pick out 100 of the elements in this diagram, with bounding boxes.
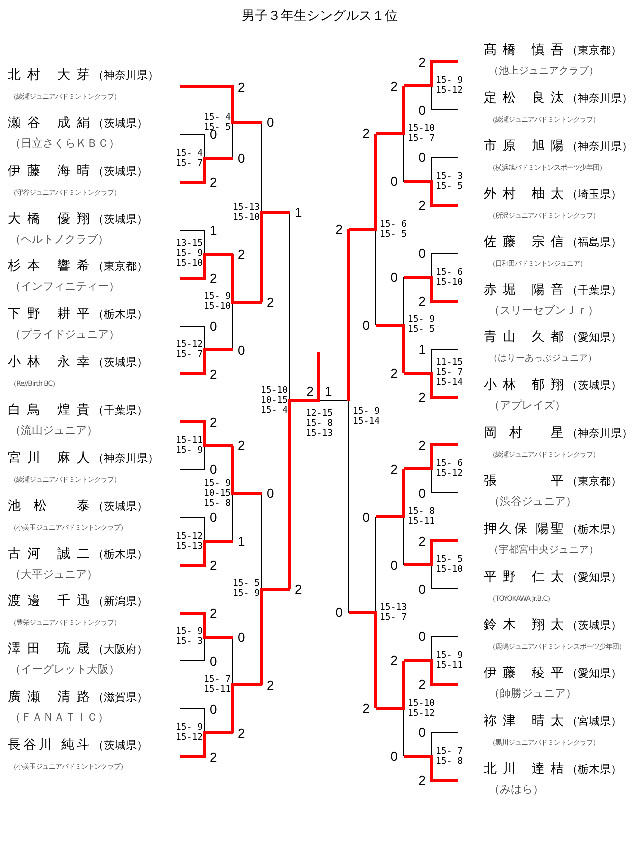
set-score: 1 <box>238 535 246 548</box>
game-score: 15-13 <box>380 602 408 613</box>
game-score: 15- 8 <box>204 498 232 509</box>
game-score: 15-12 <box>408 708 436 719</box>
set-score: 2 <box>210 559 218 572</box>
set-score: 2 <box>295 583 302 596</box>
set-score: 0 <box>210 463 218 476</box>
prefecture: （新潟県） <box>93 594 148 610</box>
club-name: （スリーセブンＪｒ） <box>489 304 599 318</box>
game-score: 15- 7 <box>436 368 464 378</box>
prefecture: （茨城県） <box>93 116 148 132</box>
club-name: （流山ジュニア） <box>10 424 98 438</box>
game-score: 15- 4 <box>204 112 232 123</box>
set-score: 2 <box>362 127 370 140</box>
set-score: 2 <box>238 726 246 740</box>
player-name: 赤堀 陽音 <box>484 282 564 298</box>
club-name: （イーグレット大阪） <box>10 664 120 677</box>
player-name: 小林 永幸 <box>8 355 90 372</box>
player-name: 杉本 響希 <box>8 259 90 276</box>
set-score: 0 <box>336 606 343 620</box>
player-name: 小林 郁翔 <box>484 378 564 394</box>
club-name: （はりーあっぷジュニア） <box>489 354 597 365</box>
set-score: 2 <box>418 199 426 212</box>
game-score: 15- 9 <box>204 292 232 302</box>
set-score: 0 <box>362 319 370 332</box>
set-score: 0 <box>210 654 218 668</box>
game-score: 10-15 <box>261 396 288 406</box>
set-score: 0 <box>210 320 218 333</box>
set-score: 2 <box>267 296 274 309</box>
prefecture: （栃木県） <box>567 522 622 538</box>
prefecture: （茨城県） <box>93 498 148 515</box>
game-score: 15-10 <box>408 124 436 134</box>
set-score: 2 <box>210 176 218 190</box>
set-score: 0 <box>418 726 426 740</box>
set-score: 2 <box>390 654 398 668</box>
prefecture: （千葉県） <box>567 282 622 298</box>
game-score: 15-11 <box>176 436 204 446</box>
game-score: 15- 5 <box>408 325 436 336</box>
game-score: 15- 3 <box>176 637 204 648</box>
club-name: （日立さくらＫＢＣ） <box>10 138 120 150</box>
player-name: 青山 久都 <box>484 330 564 346</box>
club-name: （大平ジュニア） <box>10 568 98 582</box>
set-score: 2 <box>390 80 398 93</box>
game-score: 15- 9 <box>436 76 464 86</box>
game-score: 15- 8 <box>436 756 464 767</box>
set-score: 0 <box>418 630 426 644</box>
prefecture: （東京都） <box>93 259 148 276</box>
game-score: 15- 9 <box>353 407 380 418</box>
game-score: 15- 5 <box>436 182 464 192</box>
prefecture: （茨城県） <box>93 212 148 228</box>
set-score: 2 <box>238 248 246 262</box>
set-score: 2 <box>210 750 218 764</box>
game-score: 15-10 <box>204 302 232 312</box>
player-name: 白鳥 煌貴 <box>8 402 90 419</box>
set-score: 0 <box>238 630 246 644</box>
set-score: 0 <box>267 487 274 500</box>
set-score: 0 <box>418 151 426 164</box>
prefecture: （千葉県） <box>93 402 148 419</box>
game-score: 15- 6 <box>436 268 464 278</box>
game-score: 15-13 <box>233 202 260 213</box>
set-score: 2 <box>362 702 370 716</box>
prefecture: （神奈川県） <box>93 68 159 84</box>
player-name: 北村 大芽 <box>8 68 90 84</box>
game-score: 10-15 <box>204 488 232 499</box>
player-name: 宮川 麻人 <box>8 450 90 467</box>
prefecture: （神奈川県） <box>93 450 159 467</box>
set-score: 0 <box>210 511 218 524</box>
game-score: 15- 9 <box>176 249 204 260</box>
game-score: 15-13 <box>306 429 334 440</box>
game-score: 15- 7 <box>176 158 204 169</box>
game-score: 11-15 <box>436 358 464 368</box>
game-score: 15- 9 <box>233 589 260 600</box>
set-score: 2 <box>336 223 343 236</box>
player-name: 伊藤 稜平 <box>484 666 564 682</box>
game-score: 15-10 <box>261 386 288 396</box>
prefecture: （栃木県） <box>93 307 148 324</box>
prefecture: （東京都） <box>567 43 622 59</box>
game-score: 15-12 <box>176 532 204 542</box>
game-score: 15- 4 <box>261 406 288 416</box>
game-score: 15-14 <box>436 378 464 388</box>
player-name: 下野 耕平 <box>8 307 90 324</box>
game-score: 15-10 <box>436 564 464 575</box>
set-score: 0 <box>418 247 426 260</box>
player-name: 廣瀬 清路 <box>8 690 90 706</box>
club-name: （宇都宮中央ジュニア） <box>489 545 599 556</box>
game-score: 15-12 <box>176 732 204 743</box>
game-score: 15- 5 <box>233 579 260 590</box>
game-score: 15-13 <box>176 542 204 552</box>
prefecture: （愛知県） <box>567 570 622 586</box>
game-score: 15- 3 <box>436 172 464 182</box>
player-name: 渡邊 千迅 <box>8 594 90 610</box>
set-score: 2 <box>418 534 426 548</box>
game-score: 15- 8 <box>408 507 436 518</box>
prefecture: （神奈川県） <box>567 426 633 442</box>
game-score: 15- 7 <box>380 612 408 623</box>
set-score: 1 <box>210 224 218 238</box>
prefecture: （宮城県） <box>567 714 622 730</box>
game-score: 12-15 <box>306 409 334 420</box>
prefecture: （東京都） <box>567 474 622 490</box>
game-score: 15-10 <box>233 212 260 223</box>
